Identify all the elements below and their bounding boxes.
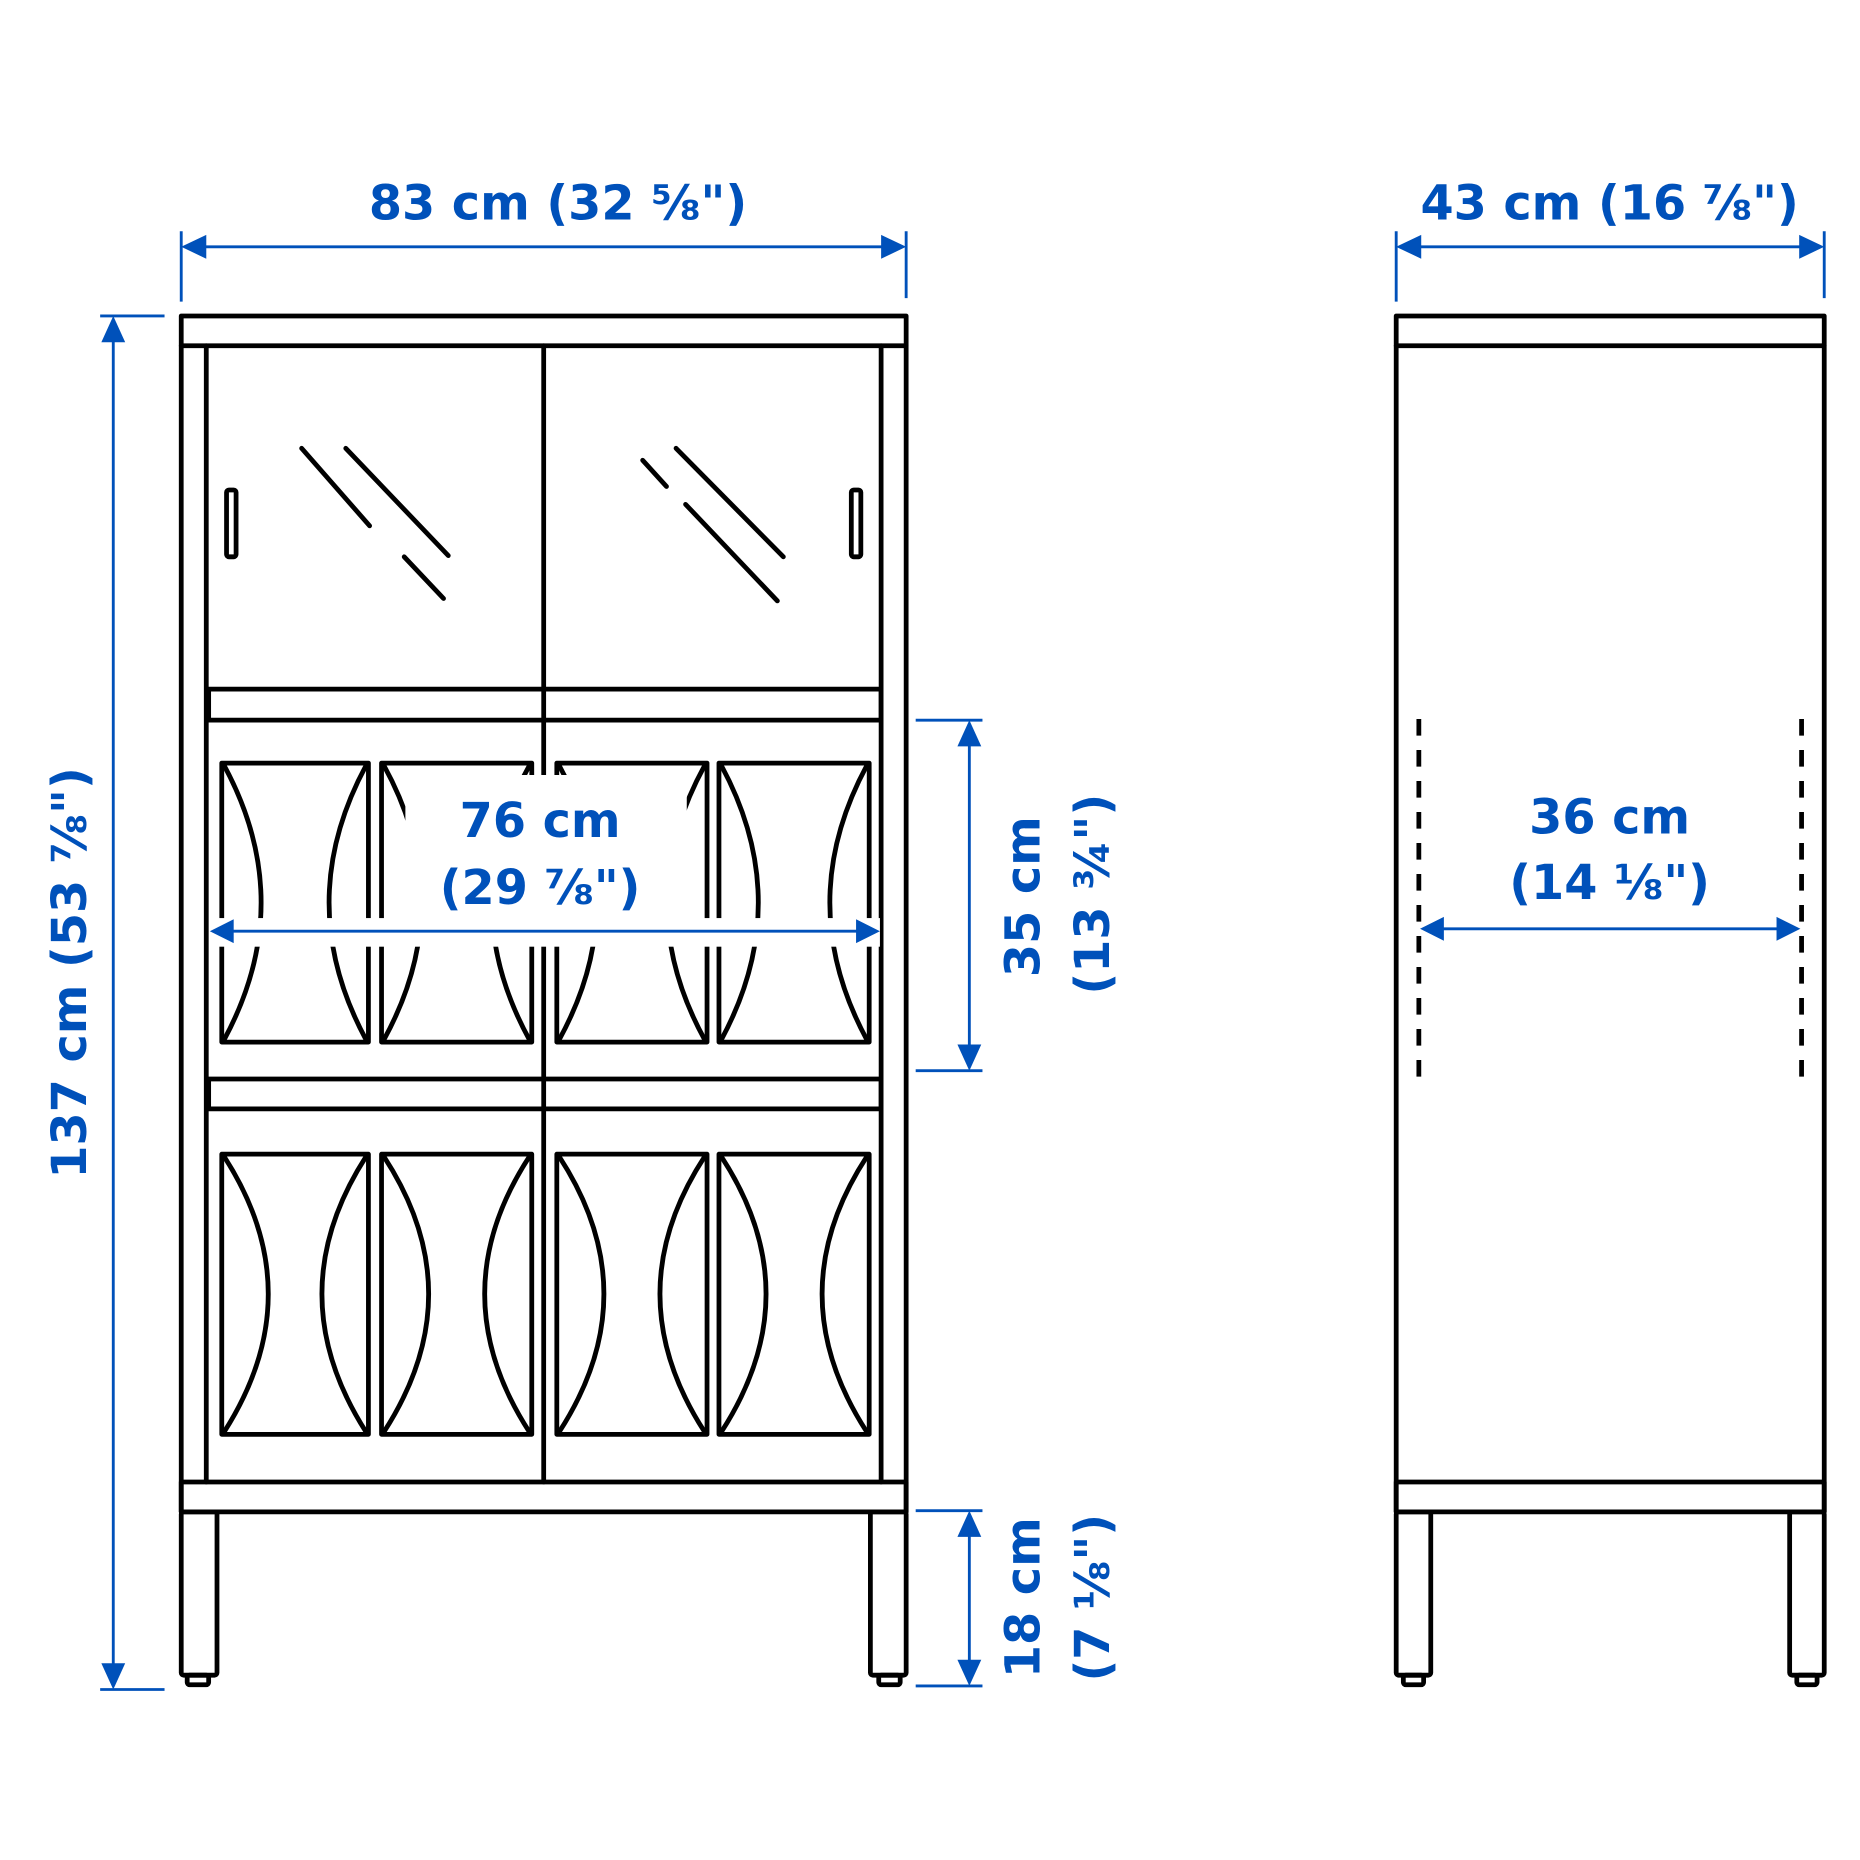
inner-width-dimension: 76 cm (29 ⅞") xyxy=(209,794,880,944)
side-foot-glide-back xyxy=(1794,1672,1820,1688)
arrow-right-icon xyxy=(1776,916,1801,941)
side-foot-glide-front xyxy=(1400,1672,1426,1688)
glass-reflection-line xyxy=(343,445,451,558)
arrow-down-icon xyxy=(957,1044,982,1071)
front-view xyxy=(178,313,909,1688)
decor-panel xyxy=(219,760,371,1045)
arrow-up-icon xyxy=(957,1510,982,1537)
glass-reflection-line xyxy=(401,554,446,601)
leg-right xyxy=(868,1509,909,1678)
shelf-spacing-dimension: 35 cm (13 ¾") xyxy=(915,718,1121,1073)
base-board xyxy=(178,1479,909,1515)
legs xyxy=(178,1509,909,1688)
shelf-spacing-label-cm: 35 cm xyxy=(997,816,1052,977)
arrow-up-icon xyxy=(957,720,982,747)
glass-doors xyxy=(224,343,864,692)
decor-panel xyxy=(716,760,872,1045)
inner-depth-label-in: (14 ⅛") xyxy=(1509,856,1710,911)
side-base-board xyxy=(1393,1479,1827,1515)
overall-height-dimension: 137 cm (53 ⅞") xyxy=(43,314,165,1691)
right-door-handle-icon xyxy=(848,487,864,560)
foot-glide-right xyxy=(876,1672,903,1688)
front-dimensions: 83 cm (32 ⅝") 137 cm (53 ⅞") 76 cm (29 ⅞… xyxy=(43,176,1121,1691)
leg-left xyxy=(178,1509,220,1678)
side-leg-front xyxy=(1393,1509,1434,1678)
arrow-right-icon xyxy=(881,234,907,259)
decor-panel xyxy=(716,1151,872,1437)
decor-panel xyxy=(379,1151,535,1437)
overall-depth-dimension: 43 cm (16 ⅞") xyxy=(1394,176,1826,302)
lower-door-section xyxy=(219,1106,872,1485)
foot-glide-left xyxy=(184,1672,212,1688)
inner-width-label-cm: 76 cm xyxy=(460,794,621,849)
arrow-right-icon xyxy=(1799,234,1825,259)
side-leg-back xyxy=(1787,1509,1827,1678)
decor-panel xyxy=(554,1151,710,1437)
arrow-up-icon xyxy=(101,315,126,343)
arrow-down-icon xyxy=(101,1663,126,1690)
glass-reflection-line xyxy=(673,445,786,560)
inner-width-label-in: (29 ⅞") xyxy=(440,861,641,916)
side-dimensions: 43 cm (16 ⅞") 36 cm (14 ⅛") xyxy=(1394,176,1826,941)
left-door-handle-icon xyxy=(224,487,239,560)
leg-height-label-cm: 18 cm xyxy=(997,1517,1052,1678)
glass-reflection-line xyxy=(299,445,372,529)
arrow-left-icon xyxy=(209,919,234,944)
shelf-spacing-label-in: (13 ¾") xyxy=(1066,794,1121,995)
overall-height-label: 137 cm (53 ⅞") xyxy=(43,767,98,1178)
side-top-board xyxy=(1393,313,1827,349)
glass-reflection-line xyxy=(640,457,669,489)
arrow-left-icon xyxy=(1420,916,1444,941)
overall-width-label: 83 cm (32 ⅝") xyxy=(369,176,747,231)
label-knockout xyxy=(405,775,687,930)
arrow-left-icon xyxy=(1396,234,1422,259)
inner-depth-label-cm: 36 cm xyxy=(1529,790,1690,845)
top-board xyxy=(178,313,909,349)
inner-depth-dimension: 36 cm (14 ⅛") xyxy=(1420,790,1801,941)
arrow-down-icon xyxy=(957,1659,982,1686)
overall-width-dimension: 83 cm (32 ⅝") xyxy=(179,176,908,302)
glass-reflection-line xyxy=(683,501,780,604)
leg-height-dimension: 18 cm (7 ⅛") xyxy=(915,1509,1121,1688)
arrow-right-icon xyxy=(856,919,880,944)
side-view xyxy=(1393,313,1827,1688)
arrow-left-icon xyxy=(181,234,207,259)
decor-panel xyxy=(219,1151,371,1437)
leg-height-label-in: (7 ⅛") xyxy=(1066,1514,1121,1682)
overall-depth-label: 43 cm (16 ⅞") xyxy=(1420,176,1798,231)
